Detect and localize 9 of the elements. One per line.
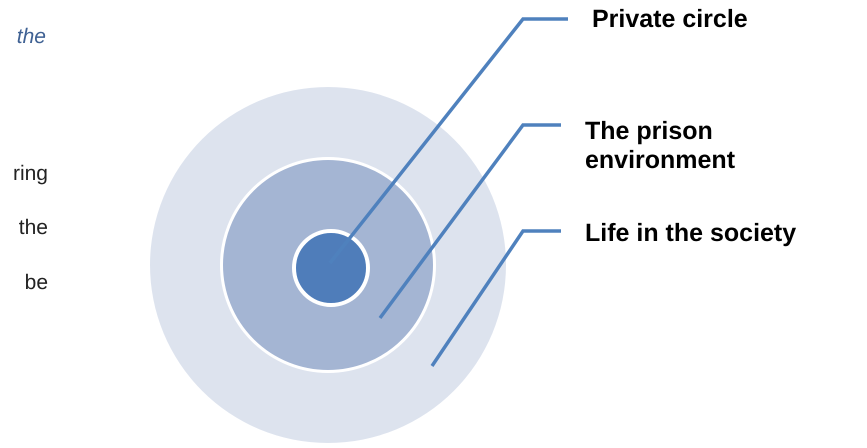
- text-fragment: ring: [12, 162, 48, 186]
- circle-label: Private circle: [570, 5, 860, 34]
- text-fragment: the: [18, 216, 48, 240]
- circle-label: The prison environment: [563, 117, 785, 175]
- leader-line: [378, 123, 561, 320]
- text-fragment: be: [24, 271, 48, 295]
- text-fragment: the: [16, 25, 46, 49]
- leader-line: [430, 229, 561, 367]
- circle-label: Life in the society: [563, 219, 863, 248]
